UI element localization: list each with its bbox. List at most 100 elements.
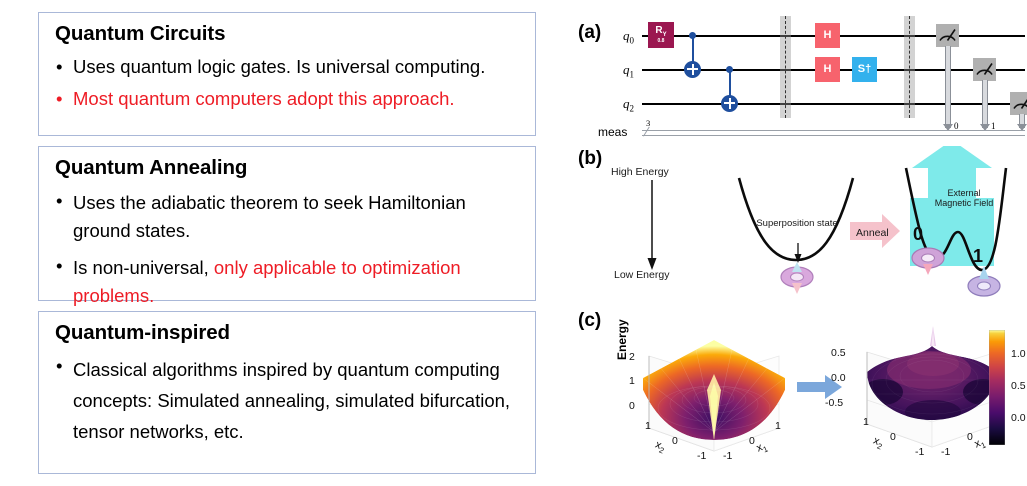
bullet-dot-icon: •	[56, 254, 63, 276]
x1tick-1: 1	[775, 420, 781, 432]
energy-landscape-plots: Energy	[601, 312, 1026, 482]
qubit-label-q2: q2	[623, 96, 634, 114]
cbit-index-1: 1	[991, 121, 996, 131]
bullet-list-quantum-inspired: • Classical algorithms inspired by quant…	[53, 354, 525, 448]
cnot-1-target[interactable]	[684, 60, 701, 78]
x2tick-1: 1	[863, 416, 869, 428]
bullet-dot-icon: •	[56, 189, 63, 211]
bullet-text-plain: Is non-universal,	[73, 256, 214, 278]
cnot-2-link	[728, 69, 731, 103]
superposition-spin-down	[792, 283, 802, 294]
x1tick-0: 0	[749, 435, 755, 447]
list-item: • Is non-universal, only applicable to op…	[53, 254, 525, 310]
x2tick-1: 1	[645, 420, 651, 432]
measure-gate-q1[interactable]	[973, 57, 996, 81]
classical-wire	[642, 130, 1025, 136]
x1tick-m1: -1	[723, 450, 733, 462]
anneal-label: Anneal	[856, 227, 889, 239]
panel-label-b: (b)	[578, 148, 603, 169]
x2tick-m1: -1	[697, 450, 707, 462]
surface-plot-transformed-canvas	[865, 326, 999, 448]
superposition-state-label: Superposition state	[756, 218, 838, 229]
double-well-curve	[904, 167, 1008, 272]
high-energy-label: High Energy	[611, 166, 669, 178]
classical-register-label: meas	[598, 125, 628, 139]
measure-arrowhead-q1	[979, 124, 990, 131]
gate-sdg-q1[interactable]: S†	[852, 57, 877, 82]
gate-h-q0[interactable]: H	[815, 23, 840, 48]
transition-arrow-icon	[797, 375, 842, 399]
concept-title-quantum-annealing: Quantum Annealing	[55, 156, 248, 179]
measure-gate-q0[interactable]	[936, 23, 959, 47]
surface-plot-transformed: 0.5 0.0 -0.5 1 0 -1 x2 -1 0 1 x1	[825, 312, 1027, 482]
cnot-1-control-dot[interactable]	[688, 31, 696, 39]
measure-icon	[939, 28, 956, 41]
barrier-2	[904, 16, 915, 118]
concept-box-quantum-inspired: Quantum-inspired • Classical algorithms …	[38, 311, 536, 474]
bullet-list-quantum-circuits: • Uses quantum logic gates. Is universal…	[53, 55, 525, 111]
low-energy-label: Low Energy	[614, 269, 670, 281]
measure-arrowhead-q2	[1016, 124, 1027, 131]
cnot-2-control-dot[interactable]	[725, 65, 733, 73]
ztick-zero: 0.0	[831, 372, 846, 384]
qubit-label-q0: q0	[623, 28, 634, 46]
well-state-0-digit: 0	[913, 224, 924, 244]
bullet-list-quantum-annealing: • Uses the adiabatic theorem to seek Ham…	[53, 189, 525, 310]
x1tick-m1: -1	[941, 446, 951, 458]
gate-h-q0-label: H	[823, 29, 832, 41]
superposition-spin-up	[792, 262, 802, 272]
panel-label-a: (a)	[578, 22, 602, 43]
ztick-neg: -0.5	[825, 397, 844, 409]
gate-h-q1[interactable]: H	[815, 57, 840, 82]
surface-mesh-transformed	[867, 346, 997, 420]
classical-register-width: 3	[646, 118, 651, 128]
bullet-text: Uses the adiabatic theorem to seek Hamil…	[73, 191, 466, 241]
qubit-label-q1: q1	[623, 62, 634, 80]
measure-link-q2	[1019, 114, 1025, 128]
external-magnetic-field-label: External Magnetic Field	[934, 188, 994, 209]
ztick-2: 2	[629, 351, 635, 363]
measure-icon	[976, 62, 993, 75]
gate-ry[interactable]: RY 0.8	[648, 22, 674, 48]
surface-spike-core	[931, 328, 935, 346]
list-item: • Classical algorithms inspired by quant…	[53, 354, 525, 448]
concepts-text-column: Quantum Circuits • Uses quantum logic ga…	[38, 12, 538, 474]
cnot-2-target[interactable]	[721, 94, 738, 112]
bullet-dot-icon: •	[56, 55, 63, 77]
bullet-text-highlight: only applicable to optimization problems…	[73, 256, 461, 306]
concept-box-quantum-annealing: Quantum Annealing • Uses the adiabatic t…	[38, 146, 536, 306]
bullet-text: Most quantum computers adopt this approa…	[73, 88, 455, 110]
external-field-arrow-icon	[910, 146, 994, 266]
concept-box-quantum-circuits: Quantum Circuits • Uses quantum logic ga…	[38, 12, 536, 136]
measure-arrowhead-q0	[942, 124, 953, 131]
barrier-1	[780, 16, 791, 118]
gate-ry-label: RY	[655, 25, 667, 39]
bullet-dot-icon: •	[56, 354, 63, 376]
gate-ry-param: 0.8	[657, 38, 665, 44]
state0-qubit-hole	[921, 253, 935, 263]
concept-title-quantum-inspired: Quantum-inspired	[55, 321, 230, 344]
x1tick-0: 0	[967, 431, 973, 443]
qubit-wire-q2	[642, 103, 1025, 105]
gate-h-q1-label: H	[823, 63, 832, 75]
superposition-pointer-arrow	[794, 254, 802, 263]
bullet-dot-icon: •	[56, 88, 63, 110]
measure-link-q1	[982, 80, 988, 128]
surface-plateau-core	[907, 352, 959, 376]
surface-central-cusp-core	[710, 382, 718, 440]
colorbar: 1.0 0.5 0.0	[989, 330, 1027, 460]
x2tick-0: 0	[890, 431, 896, 443]
list-item: • Most quantum computers adopt this appr…	[53, 87, 525, 111]
surface-dark-lobe-front	[905, 400, 961, 420]
ztick-0: 0	[629, 400, 635, 412]
list-item: • Uses the adiabatic theorem to seek Ham…	[53, 189, 525, 245]
superposition-qubit-hole	[790, 272, 804, 282]
measure-icon	[1013, 98, 1027, 109]
gate-sdg-label: S†	[857, 63, 872, 75]
x2tick-m1: -1	[915, 446, 925, 458]
measure-gate-q2[interactable]	[1010, 91, 1027, 115]
colorbar-gradient	[989, 330, 1005, 445]
surface-plot-original: Energy	[615, 312, 809, 482]
quantum-annealing-diagram: High Energy Low Energy Superposition sta…	[606, 146, 1026, 306]
quantum-circuit-diagram: q0 q1 q2 RY 0.8 H H S†	[598, 10, 1027, 140]
